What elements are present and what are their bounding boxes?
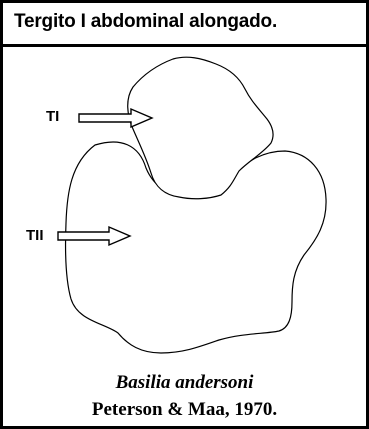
citation: Peterson & Maa, 1970. [3, 399, 366, 421]
species-name: Basilia andersoni [3, 372, 366, 394]
tergite-2-label: TII [26, 227, 44, 244]
tergite-1-label: TI [46, 108, 59, 125]
tergite-drawing [3, 3, 366, 426]
